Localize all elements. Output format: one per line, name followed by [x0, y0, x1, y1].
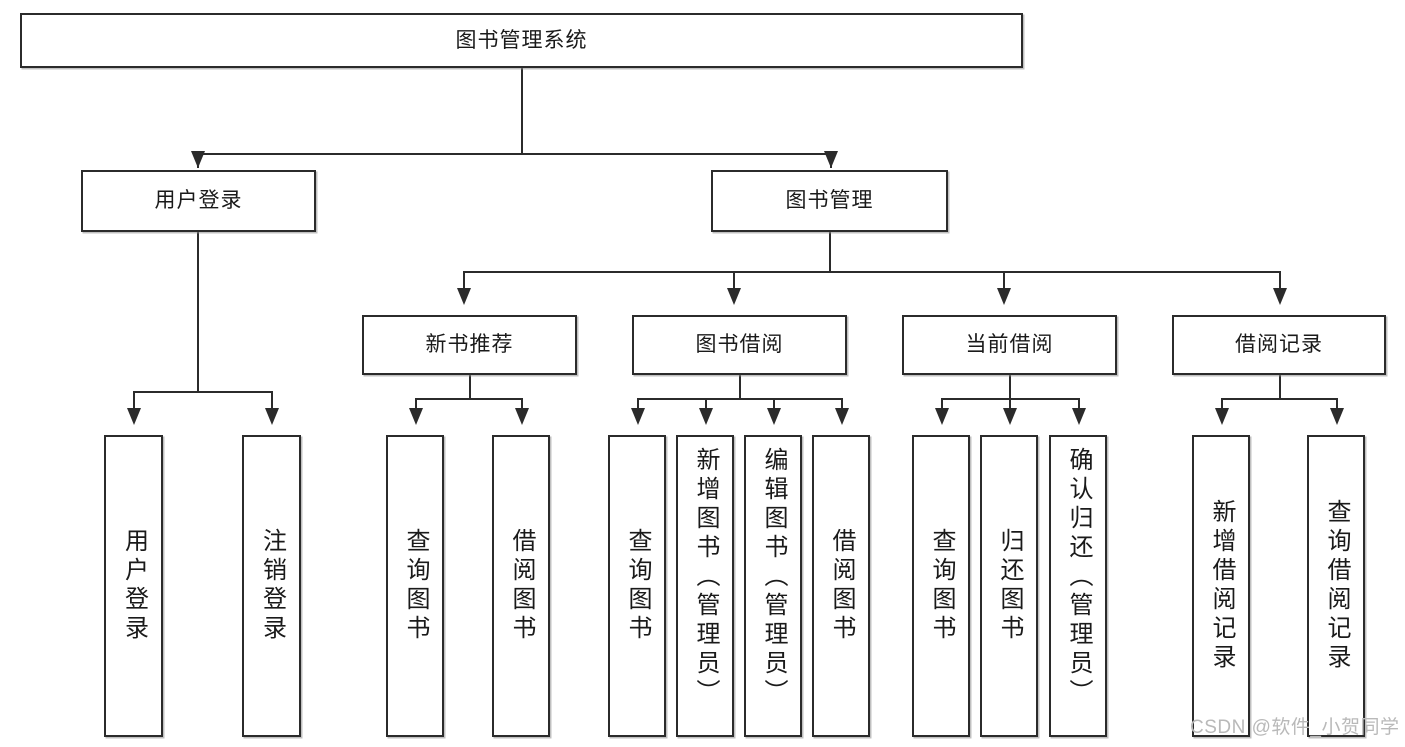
node-current-borrow[interactable]: 当前借阅: [902, 315, 1117, 375]
node-root-label: 图书管理系统: [455, 28, 588, 52]
connector-l3-drop-1: [463, 271, 465, 289]
leaf-query-book-current-label: 查询图书: [928, 528, 955, 644]
leaf-add-borrow-record[interactable]: 新增借阅记录: [1192, 435, 1250, 737]
arrowhead-l3-3: [997, 288, 1011, 305]
connector-record-d1: [1221, 398, 1223, 409]
leaf-borrow-book-label: 借阅图书: [828, 528, 855, 644]
arrowhead-l2-2: [824, 151, 838, 168]
arrowhead-l2-1: [191, 151, 205, 168]
connector-l2-2-stem: [829, 232, 831, 272]
arrowhead-leaf-13: [1330, 408, 1344, 425]
leaf-borrow-book-recommend[interactable]: 借阅图书: [492, 435, 550, 737]
connector-borrow-d2: [705, 398, 707, 409]
leaf-edit-book-admin-label: 编辑图书（管理员）: [760, 447, 787, 708]
leaf-query-book-borrow-label: 查询图书: [624, 528, 651, 644]
connector-l3-drop-3: [1003, 271, 1005, 289]
arrowhead-leaf-10: [1003, 408, 1017, 425]
node-book-management-label: 图书管理: [785, 189, 874, 213]
leaf-user-login[interactable]: 用户登录: [104, 435, 163, 737]
connector-login-d2: [271, 391, 273, 409]
arrowhead-leaf-8: [835, 408, 849, 425]
csdn-watermark: CSDN @软件_小贺同学: [1190, 717, 1400, 738]
leaf-return-book[interactable]: 归还图书: [980, 435, 1038, 737]
leaf-borrow-book-recommend-label: 借阅图书: [508, 528, 535, 644]
connector-borrow-d1: [637, 398, 639, 409]
arrowhead-leaf-9: [935, 408, 949, 425]
leaf-user-login-label: 用户登录: [120, 528, 148, 644]
connector-current-d3: [1078, 398, 1080, 409]
arrowhead-l3-2: [727, 288, 741, 305]
leaf-borrow-book[interactable]: 借阅图书: [812, 435, 870, 737]
connector-current-stem: [1009, 375, 1011, 399]
arrowhead-leaf-3: [409, 408, 423, 425]
leaf-query-book-recommend[interactable]: 查询图书: [386, 435, 444, 737]
connector-borrow-bus: [637, 398, 842, 400]
leaf-logout[interactable]: 注销登录: [242, 435, 301, 737]
connector-root-bus: [197, 153, 832, 155]
leaf-logout-label: 注销登录: [258, 528, 286, 644]
leaf-add-borrow-record-label: 新增借阅记录: [1208, 499, 1235, 673]
connector-record-d2: [1336, 398, 1338, 409]
leaf-confirm-return-admin-label: 确认归还（管理员）: [1065, 447, 1092, 708]
leaf-query-book-borrow[interactable]: 查询图书: [608, 435, 666, 737]
connector-l3-drop-4: [1279, 271, 1281, 289]
connector-record-stem: [1279, 375, 1281, 399]
arrowhead-l3-1: [457, 288, 471, 305]
arrowhead-leaf-6: [699, 408, 713, 425]
arrowhead-l3-4: [1273, 288, 1287, 305]
node-user-login-label: 用户登录: [154, 189, 243, 213]
connector-borrow-d3: [773, 398, 775, 409]
connector-newbook-d1: [415, 398, 417, 409]
arrowhead-leaf-7: [767, 408, 781, 425]
leaf-query-borrow-record-label: 查询借阅记录: [1323, 499, 1350, 673]
connector-login-bus: [133, 391, 273, 393]
leaf-query-book-current[interactable]: 查询图书: [912, 435, 970, 737]
connector-borrow-stem: [739, 375, 741, 399]
connector-newbook-bus: [415, 398, 523, 400]
connector-newbook-d2: [521, 398, 523, 409]
arrowhead-leaf-12: [1215, 408, 1229, 425]
arrowhead-leaf-2: [265, 408, 279, 425]
node-book-management[interactable]: 图书管理: [711, 170, 948, 232]
connector-login-stem: [197, 232, 199, 392]
leaf-add-book-admin[interactable]: 新增图书（管理员）: [676, 435, 734, 737]
leaf-add-book-admin-label: 新增图书（管理员）: [692, 447, 719, 708]
node-root[interactable]: 图书管理系统: [20, 13, 1023, 68]
connector-borrow-d4: [841, 398, 843, 409]
node-current-borrow-label: 当前借阅: [965, 333, 1054, 357]
arrowhead-leaf-4: [515, 408, 529, 425]
node-borrow-record[interactable]: 借阅记录: [1172, 315, 1386, 375]
connector-record-bus: [1221, 398, 1338, 400]
node-book-borrow-label: 图书借阅: [695, 333, 784, 357]
leaf-query-borrow-record[interactable]: 查询借阅记录: [1307, 435, 1365, 737]
arrowhead-leaf-1: [127, 408, 141, 425]
leaf-query-book-recommend-label: 查询图书: [402, 528, 429, 644]
leaf-confirm-return-admin[interactable]: 确认归还（管理员）: [1049, 435, 1107, 737]
connector-login-d1: [133, 391, 135, 409]
node-borrow-record-label: 借阅记录: [1235, 333, 1323, 357]
connector-root-stem: [521, 68, 523, 154]
arrowhead-leaf-11: [1072, 408, 1086, 425]
connector-current-d2: [1009, 398, 1011, 409]
leaf-return-book-label: 归还图书: [996, 528, 1023, 644]
arrowhead-leaf-5: [631, 408, 645, 425]
connector-l3-drop-2: [733, 271, 735, 289]
node-user-login[interactable]: 用户登录: [81, 170, 316, 232]
connector-newbook-stem: [469, 375, 471, 399]
connector-l3-bus: [463, 271, 1281, 273]
node-new-book-recommend-label: 新书推荐: [425, 333, 514, 357]
connector-current-d1: [941, 398, 943, 409]
node-book-borrow[interactable]: 图书借阅: [632, 315, 847, 375]
node-new-book-recommend[interactable]: 新书推荐: [362, 315, 577, 375]
leaf-edit-book-admin[interactable]: 编辑图书（管理员）: [744, 435, 802, 737]
